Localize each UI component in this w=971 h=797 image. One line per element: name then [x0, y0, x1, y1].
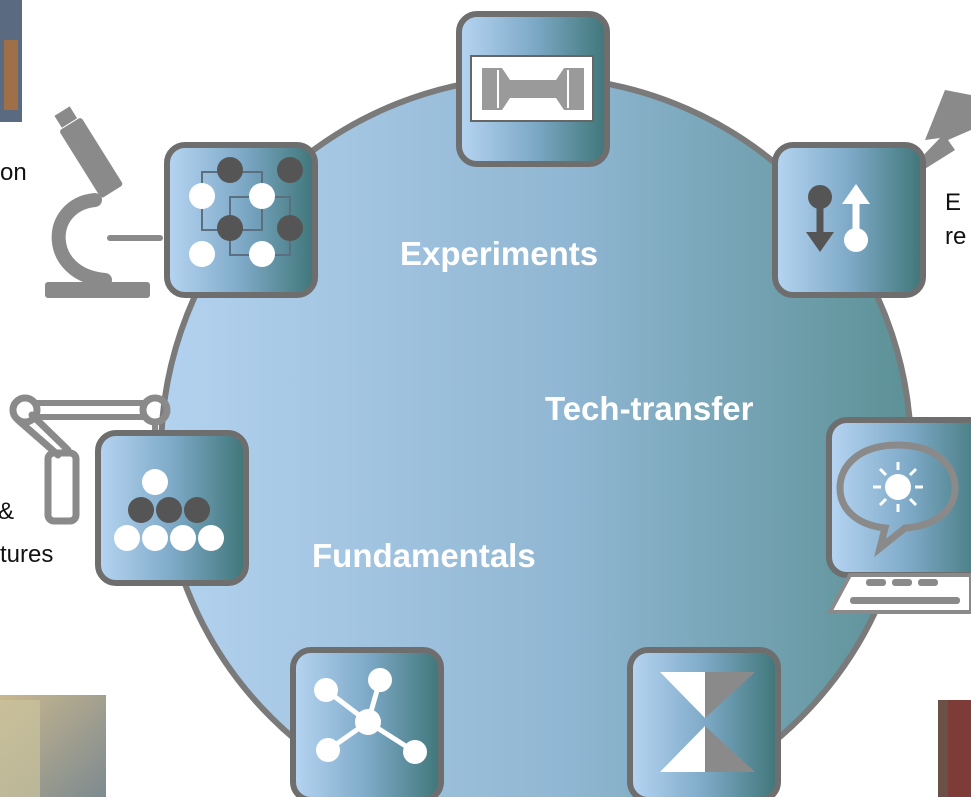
left-top-label: on: [0, 159, 27, 186]
computer-monitor-tile[interactable]: [826, 417, 971, 614]
molecule-network-icon: [314, 668, 427, 764]
photo-bottom-left: [0, 695, 106, 797]
experiments-label: Experiments: [400, 235, 598, 272]
microscope-icon: [45, 106, 163, 298]
right-top-label-line1: E: [945, 189, 962, 216]
molecule-network-tile[interactable]: [290, 647, 444, 797]
tech-transfer-label: Tech-transfer: [545, 390, 754, 427]
lightning-icon: [888, 90, 971, 192]
photo-bottom-right: [938, 700, 971, 797]
atom-stack-icon: [114, 469, 224, 551]
fundamentals-label: Fundamentals: [312, 537, 536, 574]
atom-stack-tile[interactable]: [95, 430, 249, 586]
left-mid-label-line2: tures: [0, 541, 54, 568]
photo-top-left: [0, 0, 22, 122]
hourglass-tile[interactable]: [627, 647, 781, 797]
tensile-specimen-icon: [470, 55, 594, 122]
tensile-specimen-tile[interactable]: [456, 11, 610, 167]
computer-monitor-icon: [826, 441, 971, 614]
hourglass-icon: [660, 672, 755, 772]
crystal-lattice-icon: [189, 157, 303, 267]
crystal-lattice-tile[interactable]: [164, 142, 318, 298]
spin-arrows-tile[interactable]: [772, 142, 926, 298]
left-mid-label-line1: &: [0, 497, 14, 527]
right-top-label-line2: re: [945, 223, 967, 250]
spin-arrows-icon: [806, 184, 870, 252]
